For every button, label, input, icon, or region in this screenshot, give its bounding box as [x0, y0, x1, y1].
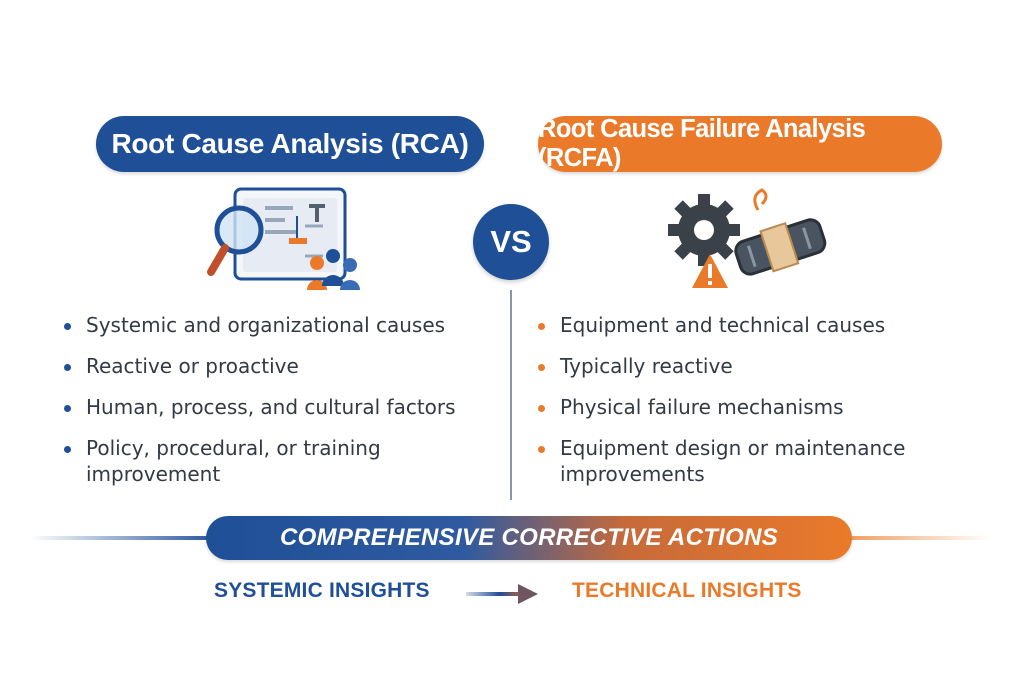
banner-text: COMPREHENSIVE CORRECTIVE ACTIONS	[279, 524, 779, 551]
rcfa-bullet-list: Equipment and technical causes Typically…	[538, 312, 978, 502]
rca-bullet-list: Systemic and organizational causes React…	[64, 312, 484, 502]
magnifier-flowchart-team-icon	[207, 187, 360, 290]
arrow-right-icon	[466, 584, 538, 604]
technical-insights-label: TECHNICAL INSIGHTS	[572, 579, 802, 602]
rca-title-pill: Root Cause Analysis (RCA)	[96, 116, 484, 172]
rcfa-bullet: Physical failure mechanisms	[538, 394, 978, 420]
rcfa-bullet: Equipment design or maintenance improvem…	[538, 435, 978, 487]
corrective-actions-banner: COMPREHENSIVE CORRECTIVE ACTIONS	[206, 516, 852, 560]
rcfa-title-pill: Root Cause Failure Analysis (RCFA)	[538, 115, 942, 172]
rca-title: Root Cause Analysis (RCA)	[111, 128, 469, 159]
rca-bullet: Reactive or proactive	[64, 353, 484, 379]
rca-bullet: Policy, procedural, or training improvem…	[64, 435, 484, 487]
rca-bullet: Human, process, and cultural factors	[64, 394, 484, 420]
vs-label: VS	[490, 224, 532, 259]
vs-badge: VS	[473, 204, 549, 280]
center-divider	[510, 290, 512, 500]
gear-broken-part-warning-icon	[668, 188, 827, 288]
rcfa-title: Root Cause Failure Analysis (RCFA)	[538, 115, 866, 172]
rcfa-bullet: Equipment and technical causes	[538, 312, 978, 338]
rca-bullet: Systemic and organizational causes	[64, 312, 484, 338]
systemic-insights-label: SYSTEMIC INSIGHTS	[214, 579, 430, 602]
rcfa-bullet: Typically reactive	[538, 353, 978, 379]
